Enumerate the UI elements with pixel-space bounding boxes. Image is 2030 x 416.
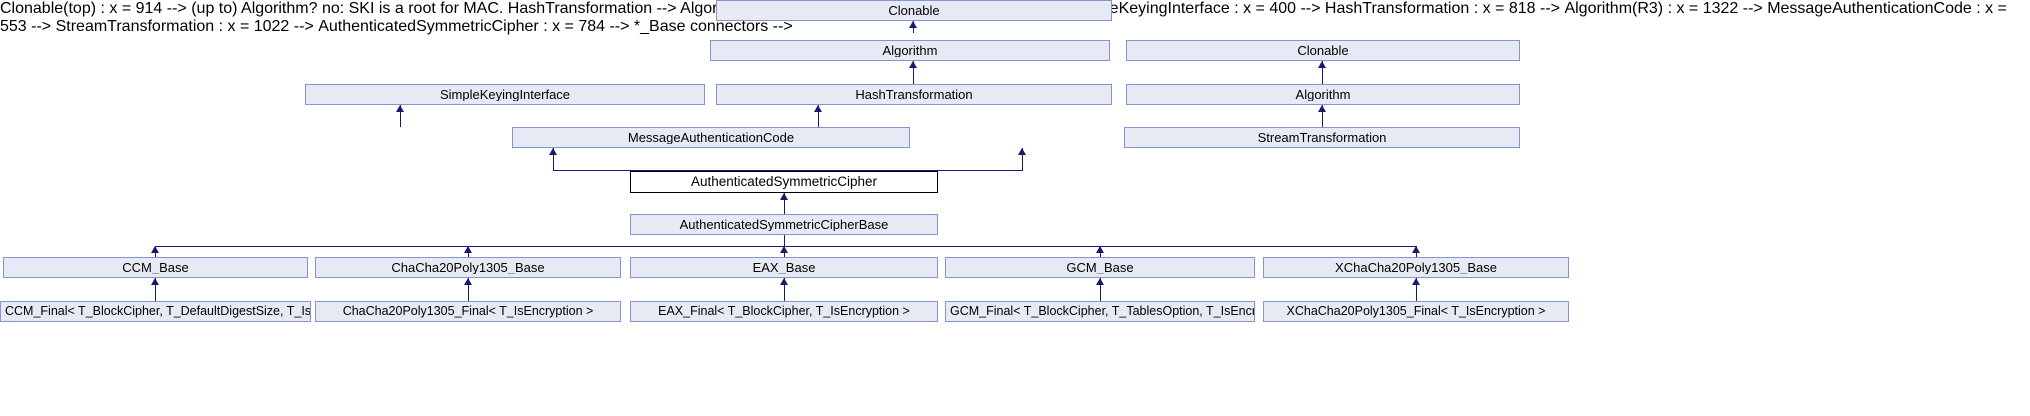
arrow-chacha20poly1305-final-to-base [464,278,472,285]
arrow-mac-to-simplekeyinginterface [396,105,404,112]
arrow-streamtransformation-to-algorithm [1318,105,1326,112]
node-chacha20poly1305-base[interactable]: ChaCha20Poly1305_Base [315,257,621,278]
node-label: ChaCha20Poly1305_Base [391,261,545,274]
node-hash-transformation[interactable]: HashTransformation [716,84,1112,105]
node-clonable-right[interactable]: Clonable [1126,40,1520,61]
arrow-ccm-final-to-base [151,278,159,285]
edge-hashtransformation-to-algorithm [913,61,914,84]
arrow-ascbase-to-asc [780,193,788,200]
arrow-gcm-base [1096,246,1104,253]
node-authenticated-symmetric-cipher[interactable]: AuthenticatedSymmetricCipher [630,171,938,193]
node-label: CCM_Base [122,261,189,274]
node-label: Algorithm [882,44,938,57]
node-label: CCM_Final< T_BlockCipher, T_DefaultDiges… [5,305,310,318]
arrow-algorithm-right-to-clonable-right [1318,61,1326,68]
node-label: XChaCha20Poly1305_Base [1335,261,1497,274]
edge-ascbase-to-asc [784,193,785,214]
arrow-asc-to-streamtransformation [1018,148,1026,155]
node-simple-keying-interface[interactable]: SimpleKeyingInterface [305,84,705,105]
node-ccm-final[interactable]: CCM_Final< T_BlockCipher, T_DefaultDiges… [0,301,311,322]
node-message-authentication-code[interactable]: MessageAuthenticationCode [512,127,910,148]
node-label: XChaCha20Poly1305_Final< T_IsEncryption … [1286,305,1546,318]
node-xchacha20poly1305-base[interactable]: XChaCha20Poly1305_Base [1263,257,1569,278]
arrow-xchacha20poly1305-final-to-base [1412,278,1420,285]
node-clonable-top[interactable]: Clonable [716,0,1112,21]
node-label: MessageAuthenticationCode [627,131,795,144]
arrow-ccm-base [151,246,159,253]
arrow-algorithm-to-clonable [909,21,917,28]
node-label: Clonable [888,4,940,17]
edge-eax-final-to-base [784,278,785,301]
arrow-asc-to-mac [549,148,557,155]
edge-mac-to-hashtransformation [818,105,819,127]
node-label: AuthenticatedSymmetricCipher [690,175,878,189]
arrow-mac-to-hashtransformation [814,105,822,112]
edge-chacha20poly1305-final-to-base [468,278,469,301]
node-label: Clonable [1297,44,1349,57]
arrow-chacha20poly1305-base [464,246,472,253]
node-label: Algorithm [1295,88,1351,101]
node-chacha20poly1305-final[interactable]: ChaCha20Poly1305_Final< T_IsEncryption > [315,301,621,322]
node-label: StreamTransformation [1257,131,1387,144]
arrow-xchacha20poly1305-base [1412,246,1420,253]
edge-asc-parent-bar [553,170,1023,171]
node-algorithm-level2[interactable]: Algorithm [710,40,1110,61]
edge-xchacha20poly1305-final-to-base [1416,278,1417,301]
node-label: GCM_Base [1066,261,1134,274]
node-gcm-base[interactable]: GCM_Base [945,257,1255,278]
arrow-eax-final-to-base [780,278,788,285]
node-ccm-base[interactable]: CCM_Base [3,257,308,278]
node-algorithm-level3[interactable]: Algorithm [1126,84,1520,105]
node-label: ChaCha20Poly1305_Final< T_IsEncryption > [342,305,594,318]
edge-streamtransformation-to-algorithm [1322,105,1323,127]
node-eax-final[interactable]: EAX_Final< T_BlockCipher, T_IsEncryption… [630,301,938,322]
arrow-gcm-final-to-base [1096,278,1104,285]
node-eax-base[interactable]: EAX_Base [630,257,938,278]
edge-asc-to-streamtransformation-vertical [1022,148,1023,171]
edge-asc-to-mac-vertical [553,148,554,171]
edge-gcm-final-to-base [1100,278,1101,301]
edge-ascbase-trunk [784,235,785,246]
node-authenticated-symmetric-cipher-base[interactable]: AuthenticatedSymmetricCipherBase [630,214,938,235]
arrow-eax-base [780,246,788,253]
node-label: AuthenticatedSymmetricCipherBase [679,218,889,231]
edge-ccm-final-to-base [155,278,156,301]
node-label: SimpleKeyingInterface [439,88,571,101]
node-stream-transformation[interactable]: StreamTransformation [1124,127,1520,148]
node-label: HashTransformation [855,88,973,101]
node-label: GCM_Final< T_BlockCipher, T_TablesOption… [950,305,1254,318]
node-xchacha20poly1305-final[interactable]: XChaCha20Poly1305_Final< T_IsEncryption … [1263,301,1569,322]
node-label: EAX_Base [752,261,816,274]
edge-algorithm-right-to-clonable-right [1322,61,1323,84]
node-label: EAX_Final< T_BlockCipher, T_IsEncryption… [658,305,910,318]
arrow-hashtransformation-to-algorithm [909,61,917,68]
edge-mac-to-simplekeyinginterface [400,105,401,127]
node-gcm-final[interactable]: GCM_Final< T_BlockCipher, T_TablesOption… [945,301,1255,322]
